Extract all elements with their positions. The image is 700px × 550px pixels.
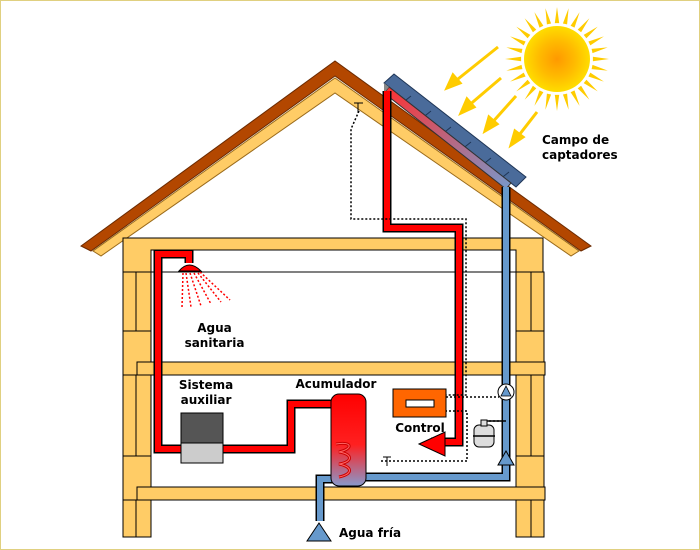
flow-arrow-icon — [417, 431, 446, 457]
sun-ray — [545, 8, 552, 25]
sun-ray — [554, 7, 560, 24]
sun-ray — [562, 8, 569, 25]
sun-ray — [506, 47, 523, 54]
sun-ray — [524, 85, 537, 100]
label-agua-line2: sanitaria — [184, 336, 245, 350]
sun-ray — [510, 36, 526, 46]
sun-ray — [577, 85, 590, 100]
label-acumulador: Acumulador — [295, 377, 377, 391]
pump-icon — [497, 383, 515, 401]
sun-ray — [516, 26, 531, 39]
sun-ray — [562, 93, 569, 110]
label-sistema-line2: auxiliar — [180, 393, 232, 407]
control-box — [392, 388, 447, 418]
sun-rays — [444, 45, 539, 149]
roof — [80, 60, 592, 257]
sun-ray — [591, 64, 608, 71]
temperature-sensor-icon — [354, 102, 391, 466]
sun-ray — [545, 93, 552, 110]
sun-ray — [588, 72, 604, 82]
label-agua-sanitaria: Agua sanitaria — [177, 321, 252, 351]
middle-floor-beam — [136, 361, 546, 376]
label-campo-line1: Campo de — [542, 133, 610, 147]
sun-ray — [554, 94, 560, 111]
solar-collector — [383, 73, 527, 190]
cold-water-inlet-icon — [306, 522, 332, 542]
label-sistema-auxiliar: Sistema auxiliar — [171, 378, 241, 408]
label-agua-fria: Agua fría — [339, 526, 402, 540]
sun-ray — [577, 18, 590, 33]
sun-ray — [583, 79, 598, 92]
sun-ray — [534, 90, 544, 106]
storage-tank-icon — [330, 393, 367, 487]
cold-flow-arrow-icon — [497, 449, 515, 466]
sun-ray — [506, 64, 523, 71]
sun-ray — [588, 36, 604, 46]
label-campo-line2: captadores — [542, 148, 618, 162]
sun-icon — [505, 7, 609, 111]
label-agua-line1: Agua — [197, 321, 232, 335]
hot-water-circuit — [153, 91, 464, 454]
sun-ray — [591, 47, 608, 54]
sun-ray — [524, 18, 537, 33]
sun-ray — [505, 56, 522, 62]
label-control: Control — [395, 421, 445, 435]
sun-ray — [516, 79, 531, 92]
ground-floor-beam — [136, 486, 546, 501]
sun-ray — [570, 90, 580, 106]
auxiliary-heater-icon — [180, 412, 224, 464]
sun-ray — [570, 12, 580, 28]
label-campo-captadores: Campo de captadores — [542, 133, 618, 163]
sun-ray — [583, 26, 598, 39]
label-sistema-line1: Sistema — [178, 378, 234, 392]
shower-head-icon — [177, 264, 231, 308]
expansion-vessel-icon — [473, 419, 506, 448]
sun-ray — [510, 72, 526, 82]
sun-ray — [534, 12, 544, 28]
cold-water-circuit — [315, 187, 511, 521]
sun-ray — [592, 56, 609, 62]
